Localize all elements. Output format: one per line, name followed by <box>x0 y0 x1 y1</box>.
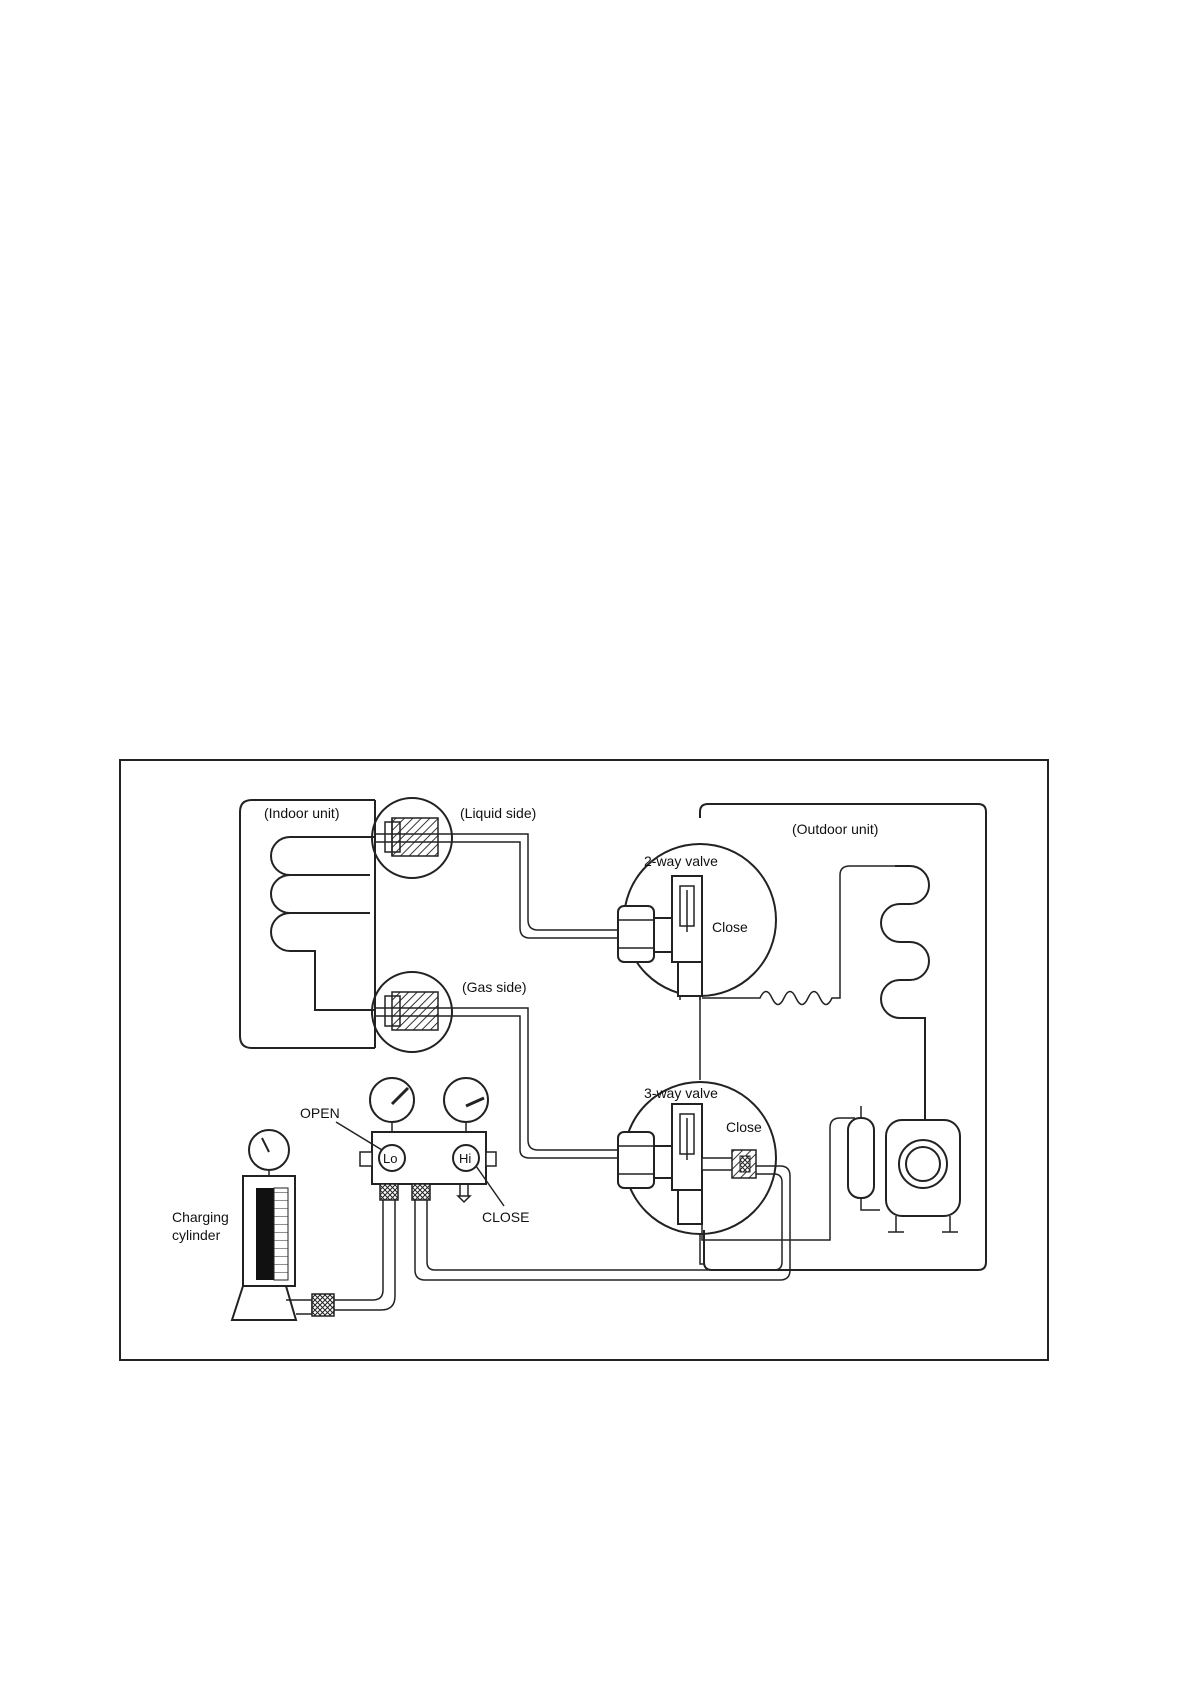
indoor-coil <box>271 837 375 1010</box>
two-way-close-label: Close <box>712 919 748 935</box>
open-label: OPEN <box>300 1105 340 1121</box>
manifold-gauge <box>360 1078 496 1202</box>
low-hose <box>345 1200 395 1310</box>
three-way-valve-label: 3-way valve <box>644 1085 718 1101</box>
low-pressure-gauge-icon <box>370 1078 414 1132</box>
hi-label: Hi <box>459 1151 471 1166</box>
gas-side-flare-connection <box>372 972 452 1052</box>
two-way-valve-label: 2-way valve <box>644 853 718 869</box>
outdoor-coil <box>881 866 929 1120</box>
gas-side-label: (Gas side) <box>462 979 527 995</box>
indoor-unit <box>240 800 375 1048</box>
compressor-icon <box>886 1106 960 1232</box>
three-way-valve <box>618 1082 776 1234</box>
outdoor-unit-label: (Outdoor unit) <box>792 821 878 837</box>
three-way-close-label: Close <box>726 1119 762 1135</box>
charging-cylinder-label-line2: cylinder <box>172 1227 221 1243</box>
lo-label: Lo <box>383 1151 397 1166</box>
capillary-coil <box>702 866 895 1005</box>
liquid-line <box>430 834 620 938</box>
charging-cylinder <box>232 1130 345 1320</box>
accumulator <box>848 1106 880 1210</box>
charging-cylinder-label-line1: Charging <box>172 1209 229 1225</box>
high-pressure-gauge-icon <box>444 1078 488 1132</box>
indoor-unit-label: (Indoor unit) <box>264 805 339 821</box>
liquid-side-flare-connection <box>372 798 452 878</box>
liquid-side-label: (Liquid side) <box>460 805 536 821</box>
close-label: CLOSE <box>482 1209 529 1225</box>
